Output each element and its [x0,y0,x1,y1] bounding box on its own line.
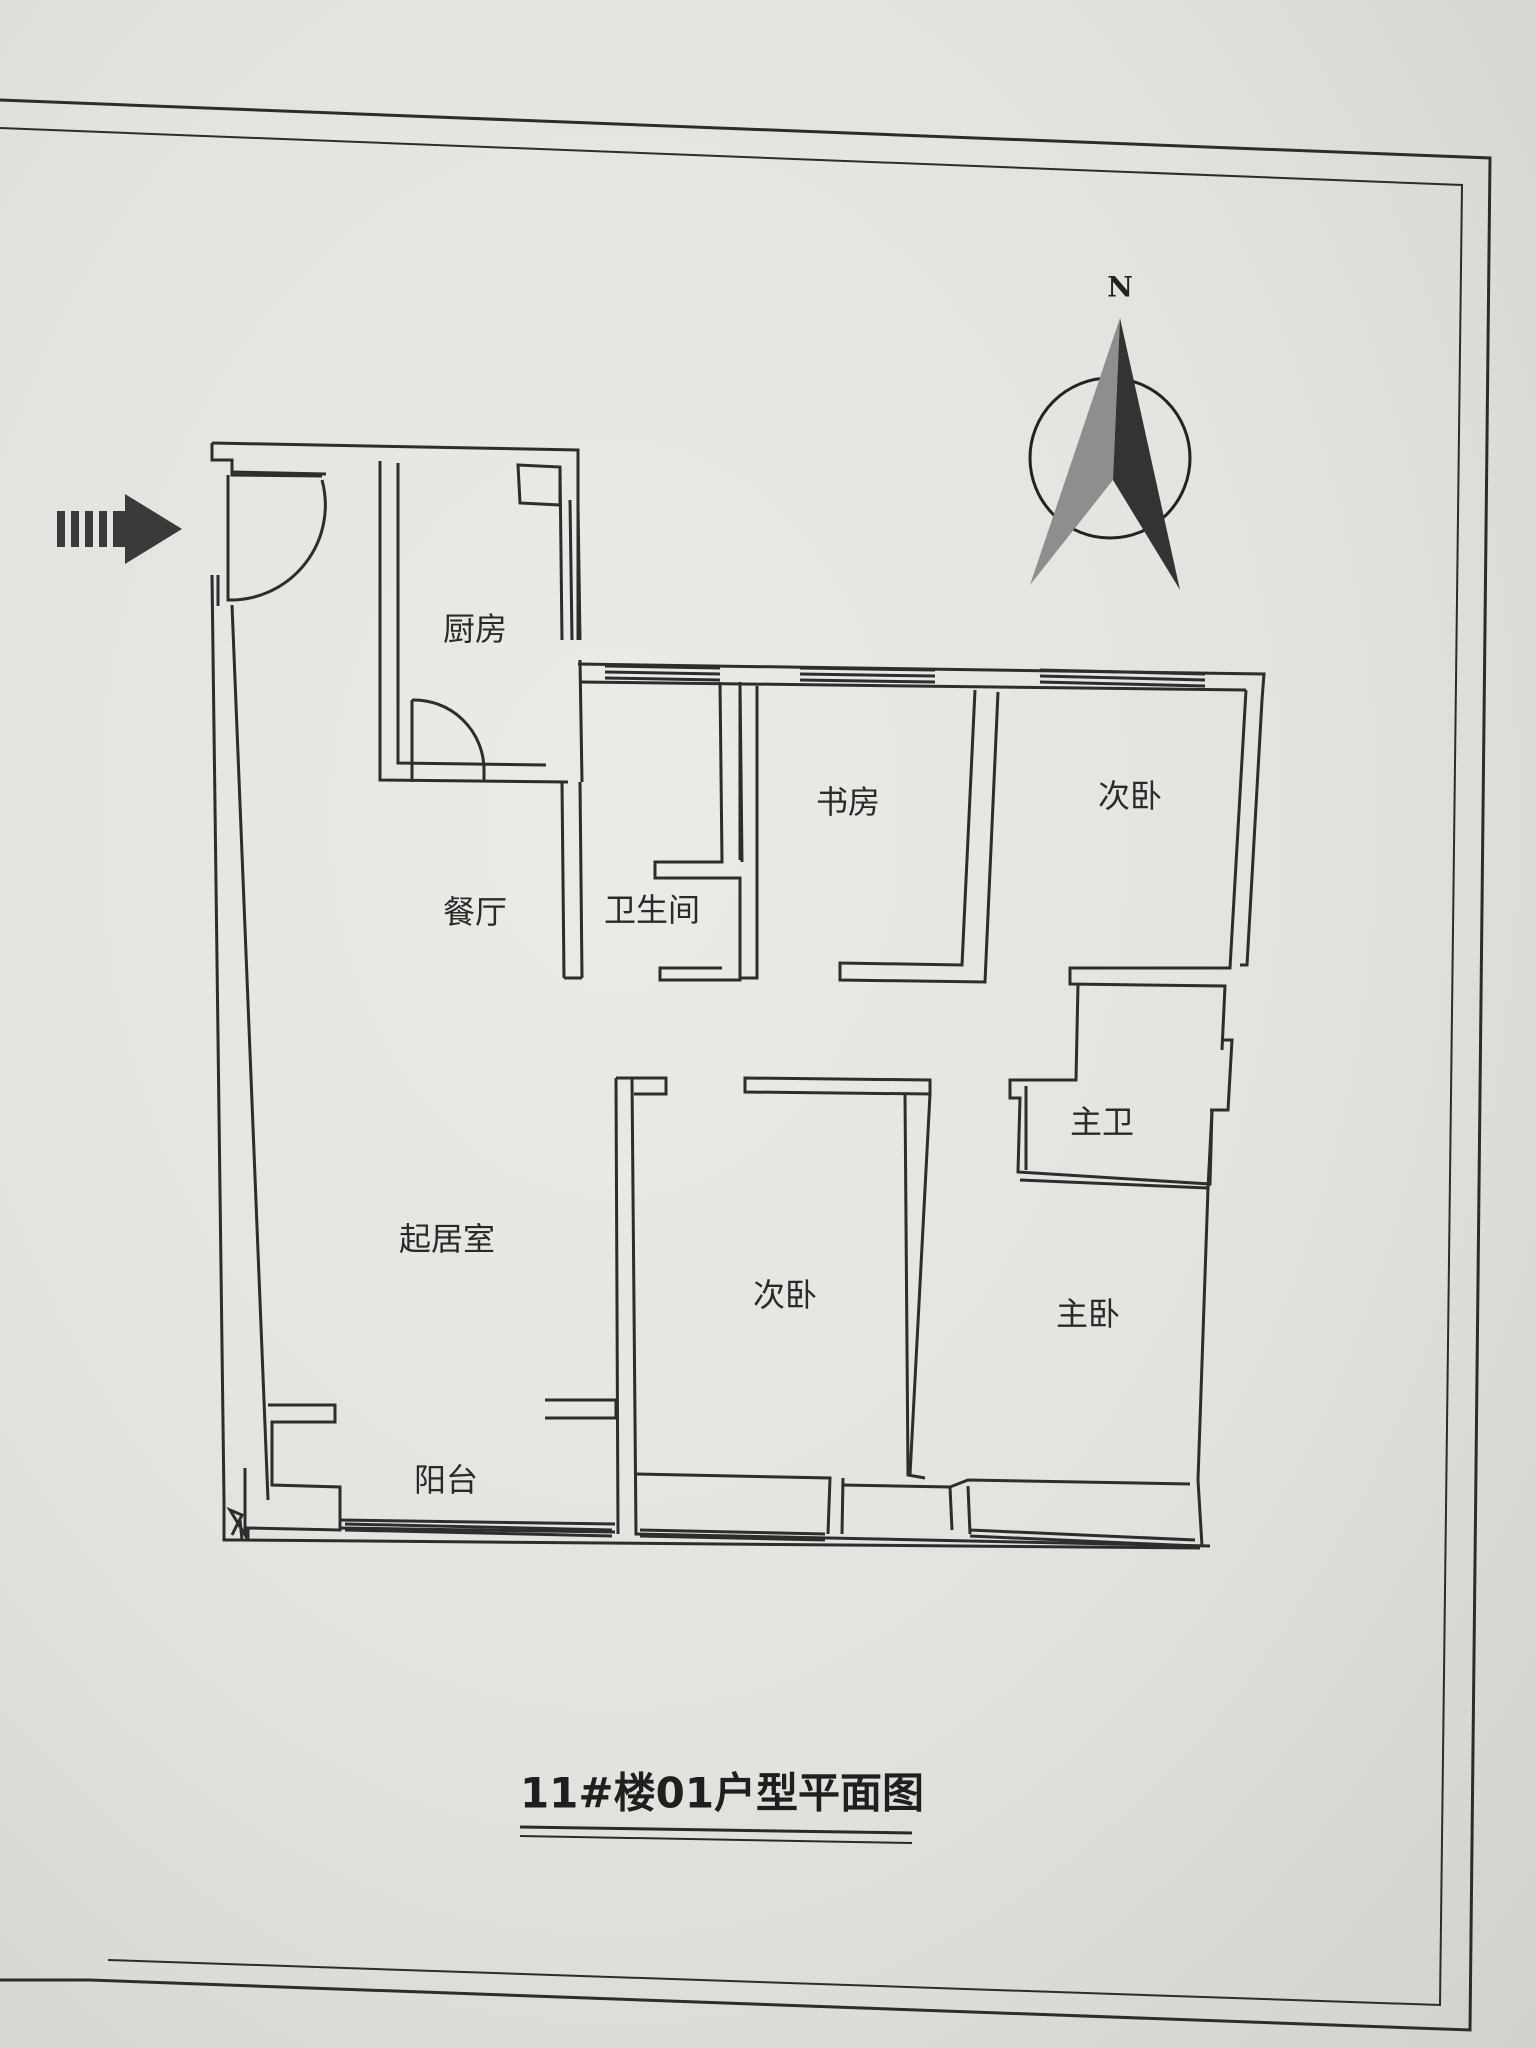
drawing-border [0,98,1492,2032]
room-label-bathroom: 卫生间 [603,891,701,929]
walls [210,441,1266,1550]
north-compass-icon [1028,318,1192,590]
compass-north-label: N [1107,270,1133,304]
room-label-master-bedroom: 主卧 [1055,1295,1121,1333]
room-label-bedroom-ne: 次卧 [1097,777,1163,815]
plan-title: 11#楼01户型平面图 [519,1768,925,1818]
room-label-living: 起居室 [398,1220,496,1258]
room-label-study: 书房 [815,783,881,821]
room-label-bedroom-s: 次卧 [752,1276,818,1314]
entrance-arrow-icon [57,494,182,564]
room-label-kitchen: 厨房 [442,610,508,648]
room-label-balcony: 阳台 [413,1461,479,1499]
room-label-master-bath: 主卫 [1069,1103,1135,1141]
outer-border [0,98,1492,2032]
room-label-dining: 餐厅 [442,893,508,931]
inner-border [0,127,1464,2007]
